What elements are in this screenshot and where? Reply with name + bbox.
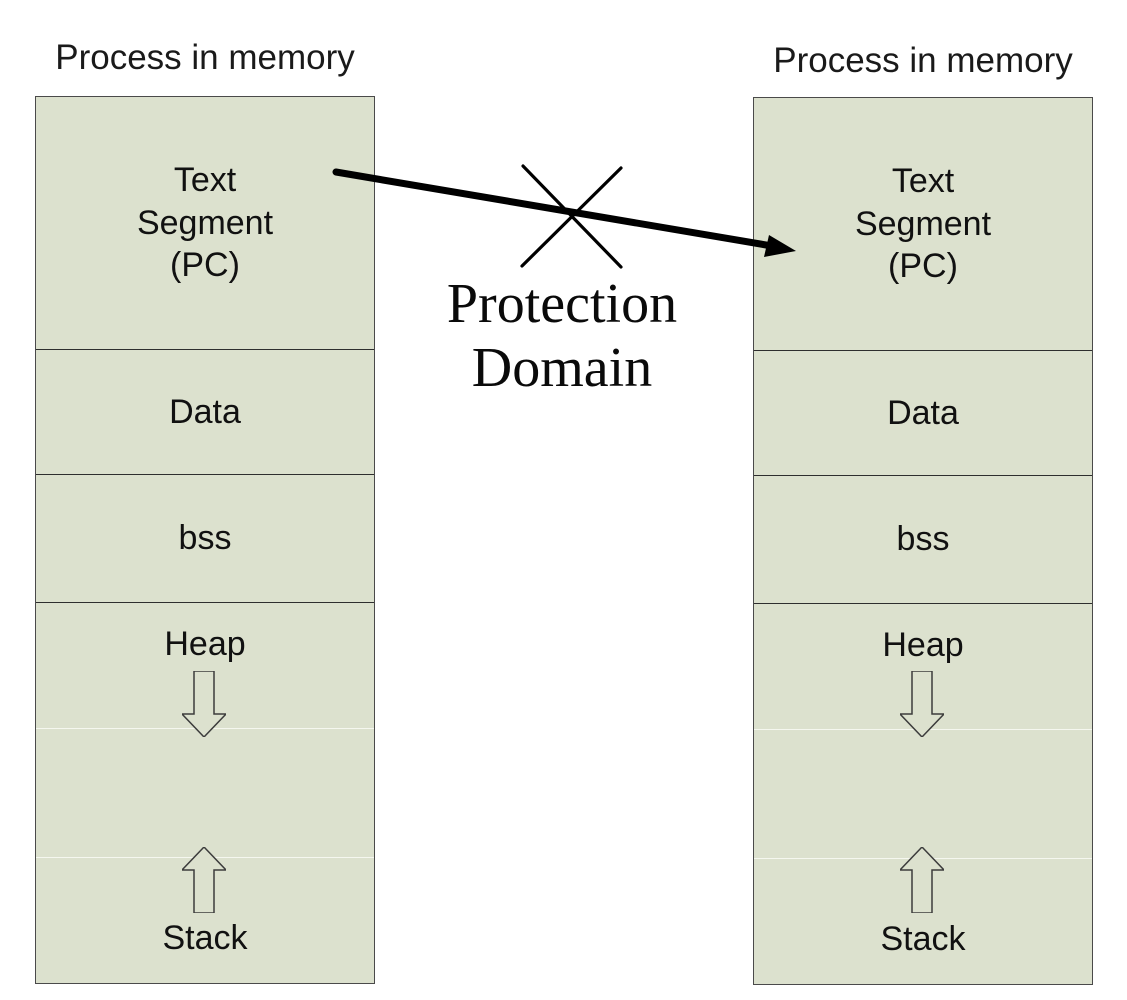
left-text-segment: Text Segment (PC) [36,97,374,349]
bss-segment-label: bss [178,519,232,558]
data-segment-label: Data [887,393,959,432]
right-heap-growth-down-arrow-icon [900,671,944,737]
protection-domain-line: Protection [446,273,678,335]
stack-segment-label: Stack [162,918,248,957]
data-segment-label: Data [169,392,241,431]
protection-domain-line: Domain [471,337,653,400]
right-text-segment: Text Segment (PC) [754,98,1092,350]
left-heap-growth-down-arrow-icon [182,671,226,737]
right-heap-segment: Heap [754,603,1092,729]
right-free-space-segment [754,729,1092,858]
left-process-memory-column: Text Segment (PC) Data bss Heap Stack [35,96,375,984]
right-stack-growth-up-arrow-icon [900,847,944,913]
text-segment-line: (PC) [888,247,958,286]
text-segment-line: Text [173,161,237,200]
left-process-title: Process in memory [55,38,355,77]
left-heap-segment: Heap [36,602,374,728]
stack-segment-label: Stack [880,919,966,958]
protection-domain-label: Protection Domain [410,272,714,401]
heap-segment-label: Heap [164,625,246,663]
left-free-space-segment [36,728,374,857]
heap-segment-label: Heap [882,626,964,664]
left-bss-segment: bss [36,474,374,602]
left-stack-growth-up-arrow-icon [182,847,226,913]
right-process-memory-column: Text Segment (PC) Data bss Heap Stack [753,97,1093,985]
bss-segment-label: bss [896,520,950,559]
right-data-segment: Data [754,350,1092,475]
left-data-segment: Data [36,349,374,474]
x-cross-icon [520,164,623,269]
text-segment-line: Text [891,162,955,201]
text-segment-label: Text Segment (PC) [137,159,273,287]
text-segment-label: Text Segment (PC) [855,160,991,288]
text-segment-line: (PC) [170,246,240,285]
text-segment-line: Segment [854,204,992,243]
cross-domain-arrow [332,168,796,257]
text-segment-line: Segment [136,203,274,242]
right-process-title: Process in memory [773,41,1073,80]
right-bss-segment: bss [754,475,1092,603]
